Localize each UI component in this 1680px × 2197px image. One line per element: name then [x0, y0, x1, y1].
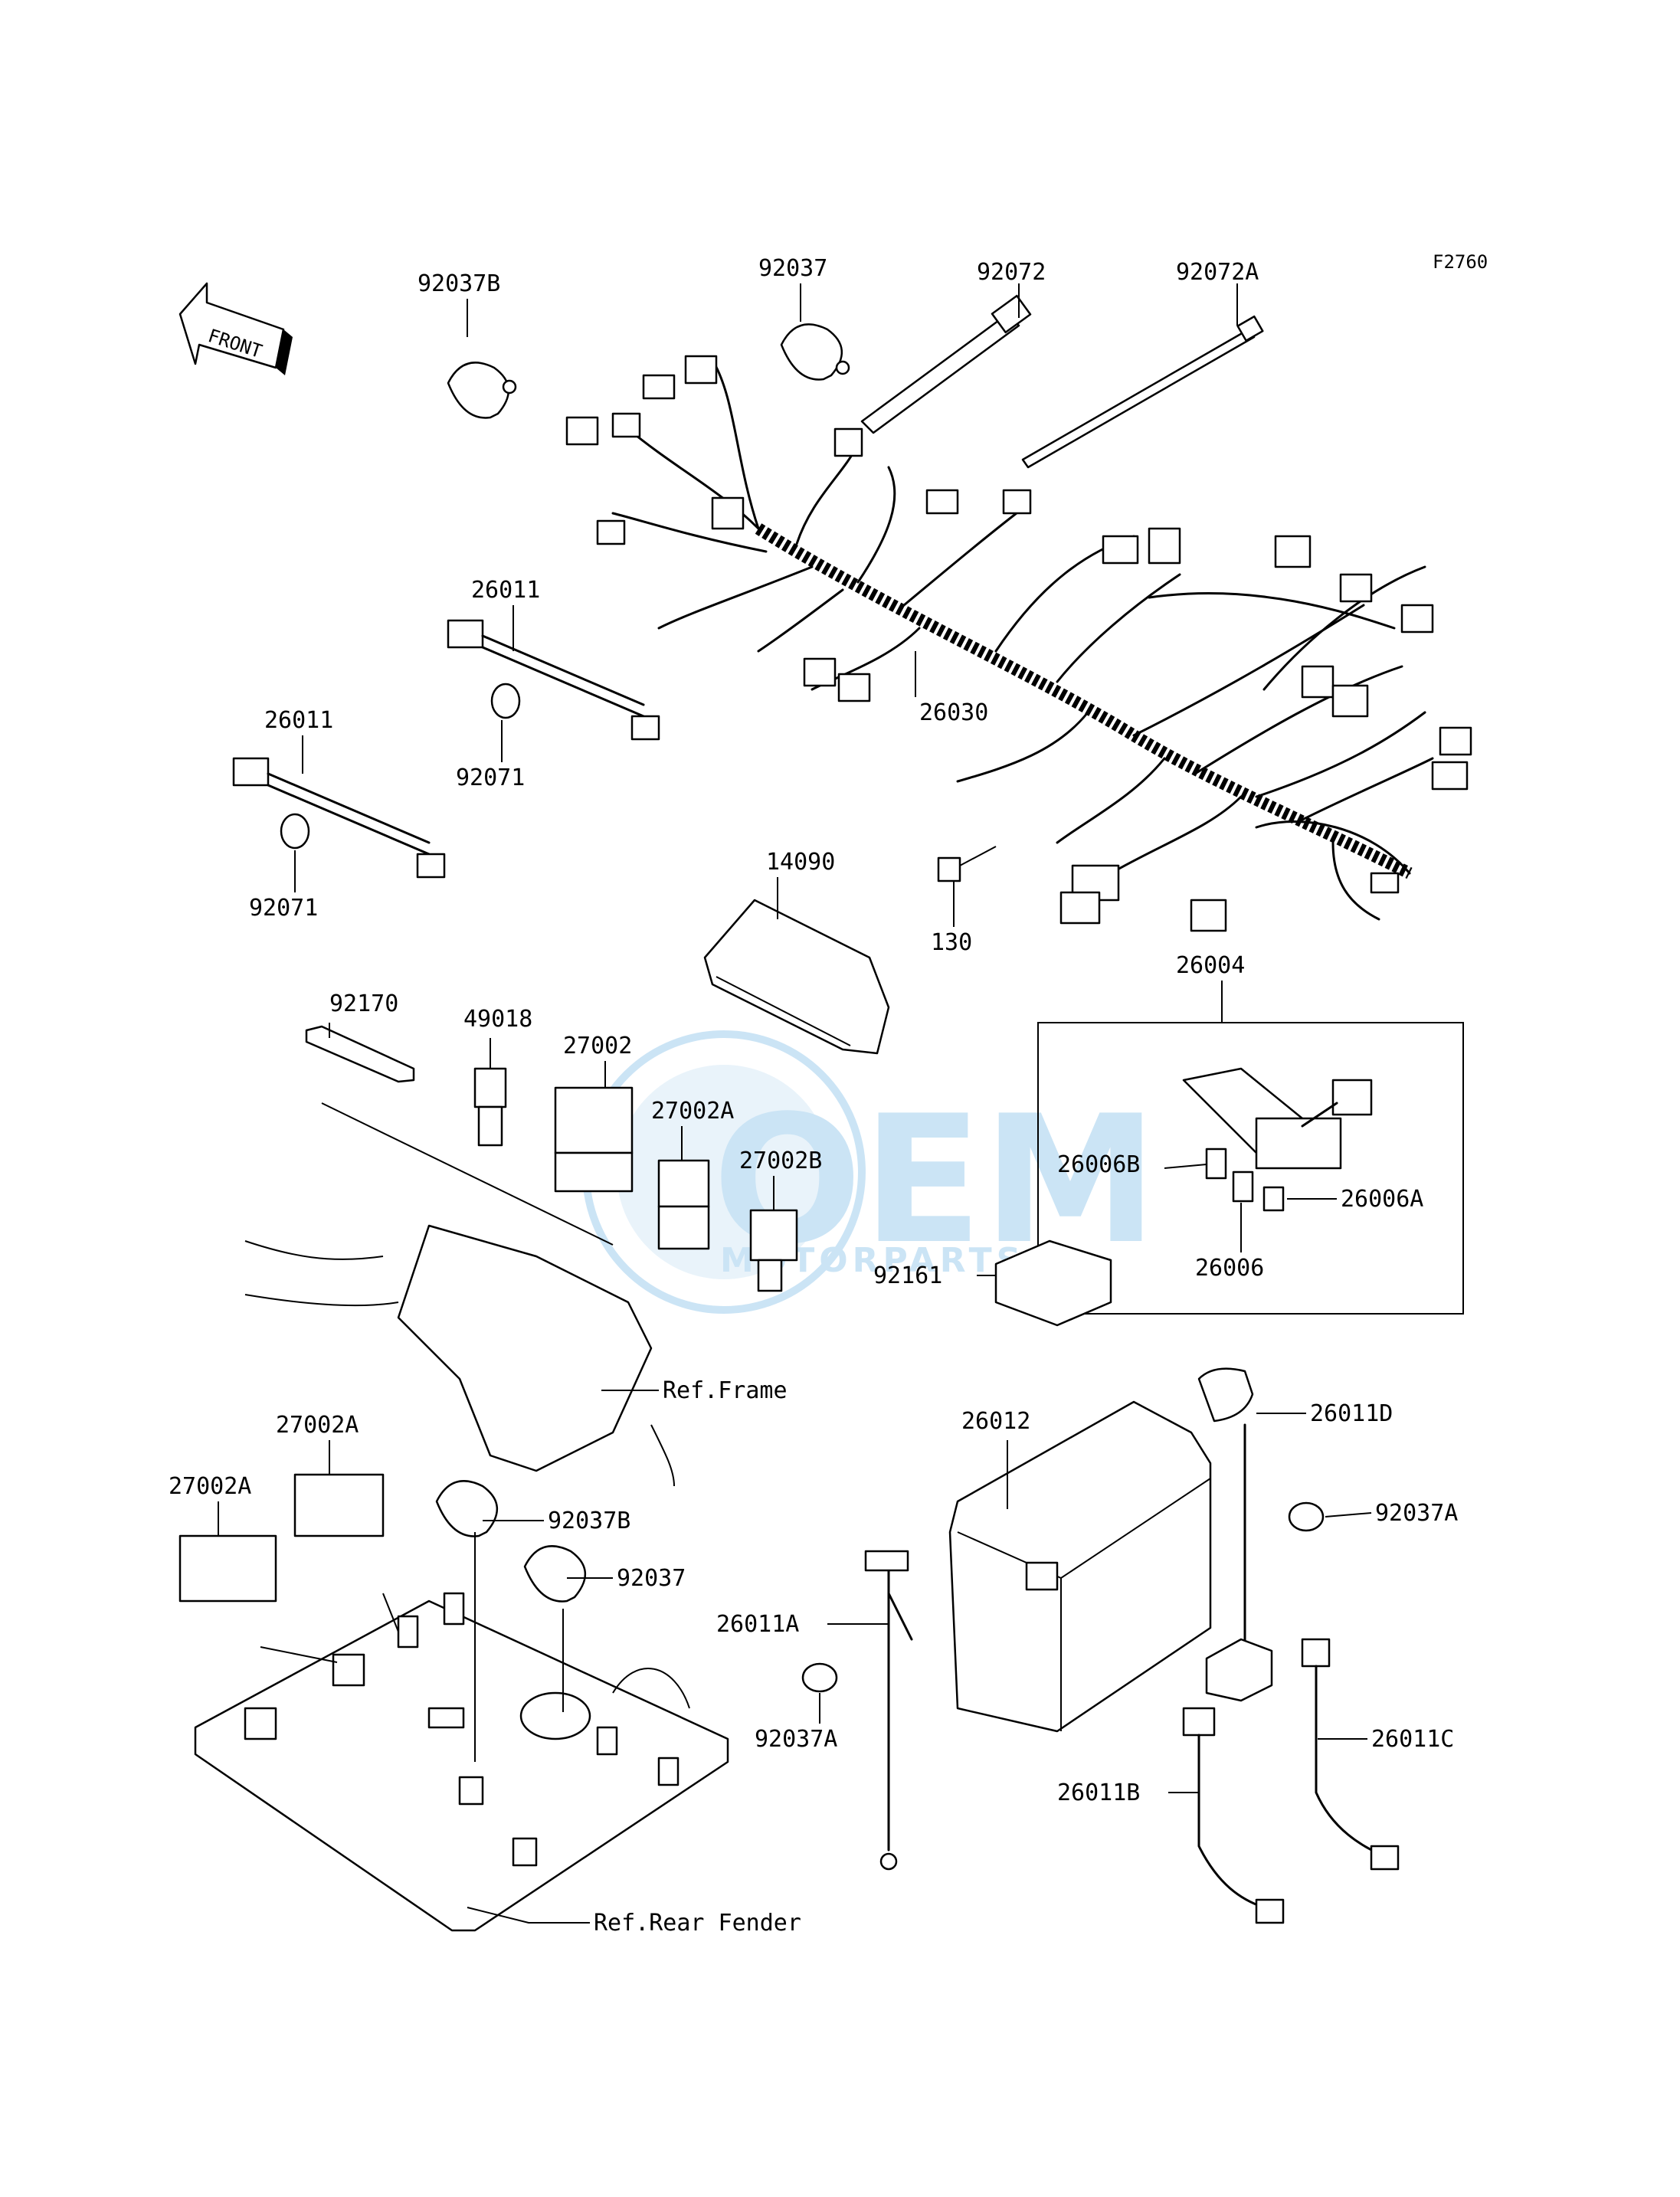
- clamp-92037A-low: [801, 1662, 838, 1693]
- main-harness-26030: [565, 355, 1472, 932]
- label-92072A: 92072A: [1176, 259, 1259, 286]
- label-26011D: 26011D: [1310, 1400, 1393, 1427]
- label-92037A-low: 92037A: [755, 1726, 837, 1753]
- relay-49018: [473, 1067, 507, 1147]
- cable-tie-92072A: [1021, 315, 1264, 469]
- label-92037B-top: 92037B: [418, 270, 500, 297]
- label-14090: 14090: [766, 849, 835, 876]
- strap-92170: [305, 1025, 415, 1083]
- leader-lines: [218, 283, 1372, 1924]
- clamp-92037A-right: [1288, 1501, 1325, 1532]
- bolt-130: [937, 846, 997, 882]
- fuse-26006A: [1262, 1186, 1285, 1212]
- sub-harness-26011-lower: [232, 757, 446, 879]
- battery-26012: [948, 1400, 1212, 1733]
- label-92037B-low: 92037B: [548, 1508, 630, 1534]
- label-ref-rear-fender: Ref.Rear Fender: [594, 1910, 801, 1937]
- label-26012: 26012: [961, 1408, 1030, 1435]
- label-27002: 27002: [563, 1033, 632, 1059]
- relay-27002: [554, 1086, 634, 1193]
- label-92037-low: 92037: [617, 1565, 686, 1592]
- fuse-26006B: [1205, 1148, 1227, 1180]
- relay-27002B: [749, 1209, 798, 1292]
- relay-27002A-mid: [657, 1159, 710, 1250]
- fuse-26006: [1232, 1171, 1254, 1203]
- cable-26011A: [864, 1550, 913, 1871]
- control-unit-92161: [994, 1239, 1112, 1327]
- cover-14090: [703, 899, 890, 1055]
- label-92071-lower: 92071: [249, 895, 318, 922]
- part-labels: 92037B 92037 92072 92072A 26011 92071 26…: [169, 255, 1458, 1937]
- front-arrow-icon: FRONT: [178, 282, 293, 375]
- clamp-92037-low: [523, 1545, 587, 1603]
- label-26030: 26030: [919, 699, 988, 726]
- clamp-92037-top: [780, 323, 850, 381]
- label-92072: 92072: [977, 259, 1046, 286]
- cable-26011D: [1197, 1367, 1273, 1702]
- cable-26011B: [1182, 1707, 1285, 1924]
- label-92161: 92161: [873, 1262, 942, 1289]
- label-26006: 26006: [1195, 1255, 1264, 1282]
- label-27002A-mid: 27002A: [651, 1098, 734, 1125]
- label-26011-lower: 26011: [264, 707, 333, 734]
- label-49018: 49018: [463, 1006, 532, 1033]
- relay-27002A-low-1: [293, 1473, 385, 1537]
- label-27002B: 27002B: [739, 1148, 822, 1174]
- clamp-92037B-top: [447, 362, 517, 419]
- label-27002A-low-2: 27002A: [169, 1473, 251, 1500]
- label-27002A-low-1: 27002A: [276, 1412, 359, 1439]
- junction-box-26004: [1182, 1067, 1373, 1170]
- figure-code: F2760: [1433, 251, 1488, 273]
- label-26011-upper: 26011: [471, 577, 540, 604]
- cable-tie-92072: [860, 294, 1032, 434]
- cable-26011C: [1301, 1638, 1400, 1871]
- label-26011B: 26011B: [1057, 1780, 1140, 1806]
- label-92170: 92170: [329, 990, 398, 1017]
- relay-27002A-low-2: [178, 1534, 277, 1603]
- rear-fender-reference: [194, 1592, 729, 1932]
- label-26004: 26004: [1176, 952, 1245, 979]
- label-92037A-right: 92037A: [1375, 1500, 1458, 1527]
- label-92071-upper: 92071: [456, 765, 525, 791]
- sub-harness-26011-upper: [447, 619, 660, 741]
- label-92037-top: 92037: [758, 255, 827, 282]
- label-26006A: 26006A: [1341, 1186, 1423, 1213]
- junction-box-callout-frame: [1037, 1022, 1464, 1315]
- label-26011C: 26011C: [1371, 1726, 1454, 1753]
- label-130: 130: [931, 929, 972, 956]
- label-26006B: 26006B: [1057, 1151, 1140, 1178]
- label-26011A: 26011A: [716, 1611, 799, 1638]
- clamp-92037B-low: [435, 1480, 499, 1537]
- label-ref-frame: Ref.Frame: [663, 1377, 788, 1404]
